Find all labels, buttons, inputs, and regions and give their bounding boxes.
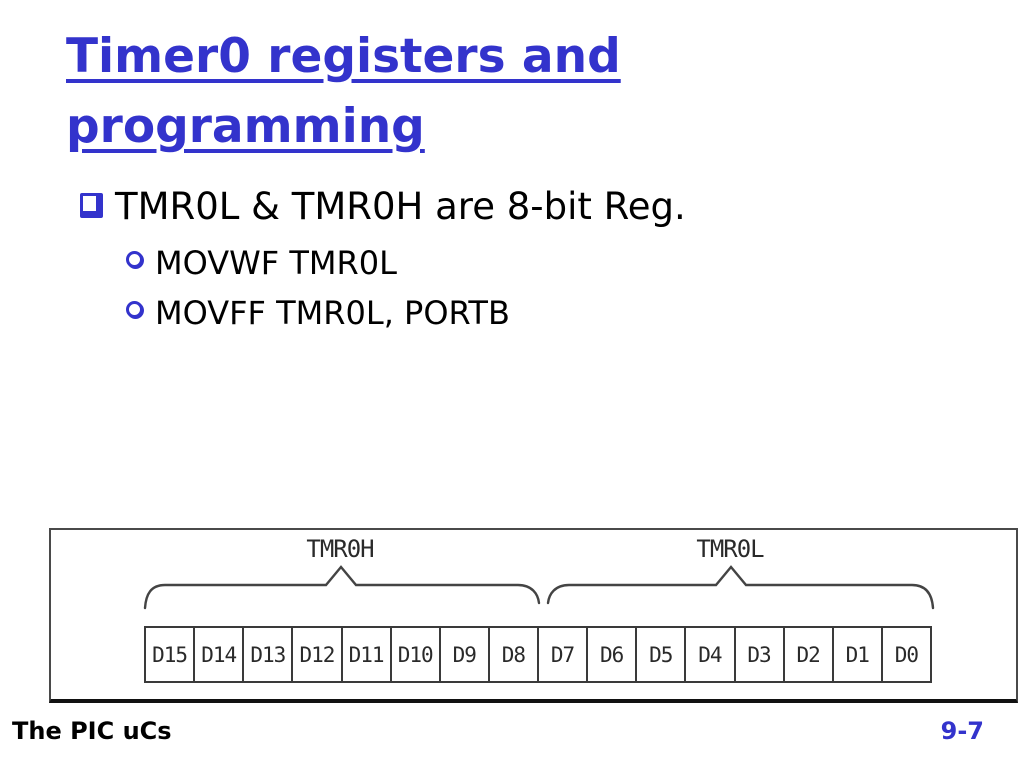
register-label-tmr0l: TMR0L	[696, 535, 764, 563]
bullet-text: TMR0L & TMR0H are 8-bit Reg.	[115, 185, 686, 228]
bit-cell: D13	[242, 626, 294, 683]
sub-bullet-text: MOVWF TMR0L	[155, 244, 397, 282]
sub-bullet-item-1: MOVWF TMR0L	[126, 243, 397, 283]
bullet-item-1: TMR0L & TMR0H are 8-bit Reg.	[80, 184, 686, 230]
register-diagram: TMR0H TMR0L D15 D14 D13 D12 D11 D10 D9 D…	[49, 528, 1018, 703]
bit-cell: D8	[487, 626, 539, 683]
bit-field-row: D15 D14 D13 D12 D11 D10 D9 D8 D7 D6 D5 D…	[144, 626, 932, 683]
bit-cell: D11	[340, 626, 392, 683]
bit-cell: D9	[438, 626, 490, 683]
bit-cell: D15	[144, 626, 196, 683]
register-braces	[143, 565, 935, 610]
shadowed-square-bullet-icon	[80, 193, 103, 218]
footer-title: The PIC uCs	[12, 717, 172, 745]
page-title-line-1: Timer0 registers and	[66, 29, 621, 84]
bit-cell: D3	[733, 626, 785, 683]
bit-cell: D1	[831, 626, 883, 683]
bit-cell: D4	[684, 626, 736, 683]
bit-cell: D2	[782, 626, 834, 683]
bit-cell: D14	[193, 626, 245, 683]
bit-cell: D5	[635, 626, 687, 683]
register-label-tmr0h: TMR0H	[306, 535, 374, 563]
bit-cell: D0	[880, 626, 932, 683]
sub-bullet-text: MOVFF TMR0L, PORTB	[155, 294, 510, 332]
circle-bullet-icon	[126, 251, 143, 268]
bit-cell: D12	[291, 626, 343, 683]
page-title: Timer0 registers and programming	[66, 22, 621, 162]
page-title-line-2: programming	[66, 99, 425, 154]
page-number: 9-7	[940, 717, 984, 745]
bit-cell: D10	[389, 626, 441, 683]
sub-bullet-item-2: MOVFF TMR0L, PORTB	[126, 293, 510, 333]
circle-bullet-icon	[126, 301, 143, 318]
bit-cell: D6	[586, 626, 638, 683]
bit-cell: D7	[537, 626, 589, 683]
